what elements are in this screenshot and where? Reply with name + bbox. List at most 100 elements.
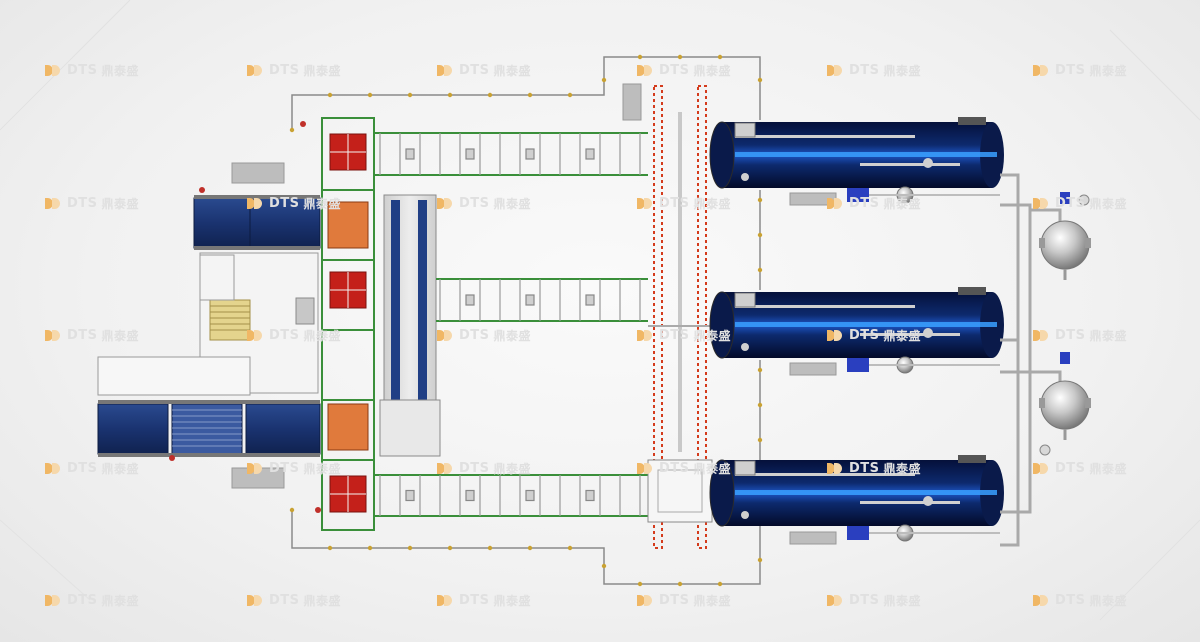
cable-node [601, 77, 607, 83]
dts-logo-icon [437, 330, 455, 341]
cable-node [487, 545, 493, 551]
dts-logo-icon [45, 330, 63, 341]
sensor-markers [169, 121, 321, 513]
dts-logo-icon [45, 198, 63, 209]
dts-logo-icon [1033, 65, 1051, 76]
retort-door [709, 459, 735, 527]
watermark-chinese: 鼎泰盛 [1089, 64, 1128, 78]
transfer-car-rails [647, 85, 713, 549]
watermark-chinese: 鼎泰盛 [101, 462, 140, 476]
watermark-chinese: 鼎泰盛 [693, 594, 732, 608]
rail-carrier [525, 294, 535, 306]
dts-logo-icon [247, 595, 265, 606]
retort-instrument [958, 287, 986, 295]
watermark-chinese: 鼎泰盛 [101, 197, 140, 211]
retort-valve [923, 496, 933, 506]
dts-logo-icon [247, 330, 265, 341]
dts-logo-icon [1033, 595, 1051, 606]
watermark-brand: DTS [659, 461, 690, 476]
cable-node [757, 557, 763, 563]
dts-logo-icon [827, 463, 845, 474]
circulation-pump [847, 526, 869, 540]
rail-carrier [585, 294, 595, 306]
watermark-chinese: 鼎泰盛 [101, 64, 140, 78]
cable-node [757, 267, 763, 273]
dts-logo-icon [1033, 198, 1051, 209]
retort-door [709, 291, 735, 359]
watermark-brand: DTS [659, 593, 690, 608]
dts-logo-icon [637, 198, 655, 209]
dts-logo-icon [637, 330, 655, 341]
loading-platform [97, 252, 319, 396]
watermark-brand: DTS [459, 196, 490, 211]
steam-piping [1000, 173, 1062, 547]
watermark-brand: DTS [849, 593, 880, 608]
retort-highlight [735, 152, 997, 157]
watermark-chinese: 鼎泰盛 [883, 594, 922, 608]
circulation-pump [847, 358, 869, 372]
rail-carrier [525, 489, 535, 502]
watermark-chinese: 鼎泰盛 [1089, 594, 1128, 608]
cable-node [367, 92, 373, 98]
dts-logo-icon [827, 65, 845, 76]
dts-logo-icon [1033, 330, 1051, 341]
cable-node [601, 563, 607, 569]
cable-node [527, 545, 533, 551]
watermark-brand: DTS [659, 328, 690, 343]
cable-node [327, 545, 333, 551]
control-cabinets [231, 83, 837, 545]
watermark-chinese: 鼎泰盛 [493, 197, 532, 211]
rail-carrier [465, 148, 475, 160]
retort-pipe [735, 135, 915, 138]
watermark-brand: DTS [459, 328, 490, 343]
watermark-chinese: 鼎泰盛 [883, 462, 922, 476]
cable-node [407, 545, 413, 551]
vertical-transfer-conveyor [379, 194, 441, 457]
watermark-chinese: 鼎泰盛 [303, 329, 342, 343]
cable-node [367, 545, 373, 551]
watermark-brand: DTS [1055, 63, 1086, 78]
retort-fitting [734, 292, 756, 308]
watermark-brand: DTS [67, 328, 98, 343]
watermark-brand: DTS [849, 328, 880, 343]
cable-node [677, 581, 683, 587]
infeed-conveyor-upper [193, 195, 321, 250]
watermark-chinese: 鼎泰盛 [101, 594, 140, 608]
dts-logo-icon [437, 198, 455, 209]
watermark-brand: DTS [67, 593, 98, 608]
watermark-brand: DTS [67, 461, 98, 476]
rail-carrier [405, 489, 415, 502]
dts-logo-icon [637, 463, 655, 474]
storage-spheres [1039, 192, 1091, 456]
watermark-chinese: 鼎泰盛 [303, 197, 342, 211]
watermark-brand: DTS [459, 63, 490, 78]
watermark-chinese: 鼎泰盛 [693, 462, 732, 476]
watermark-chinese: 鼎泰盛 [303, 594, 342, 608]
rail-carrier [465, 294, 475, 306]
dts-logo-icon [637, 595, 655, 606]
watermark-brand: DTS [459, 461, 490, 476]
dts-logo-icon [247, 198, 265, 209]
retort-fitting [734, 460, 756, 476]
dts-logo-icon [1033, 463, 1051, 474]
watermark-chinese: 鼎泰盛 [883, 64, 922, 78]
